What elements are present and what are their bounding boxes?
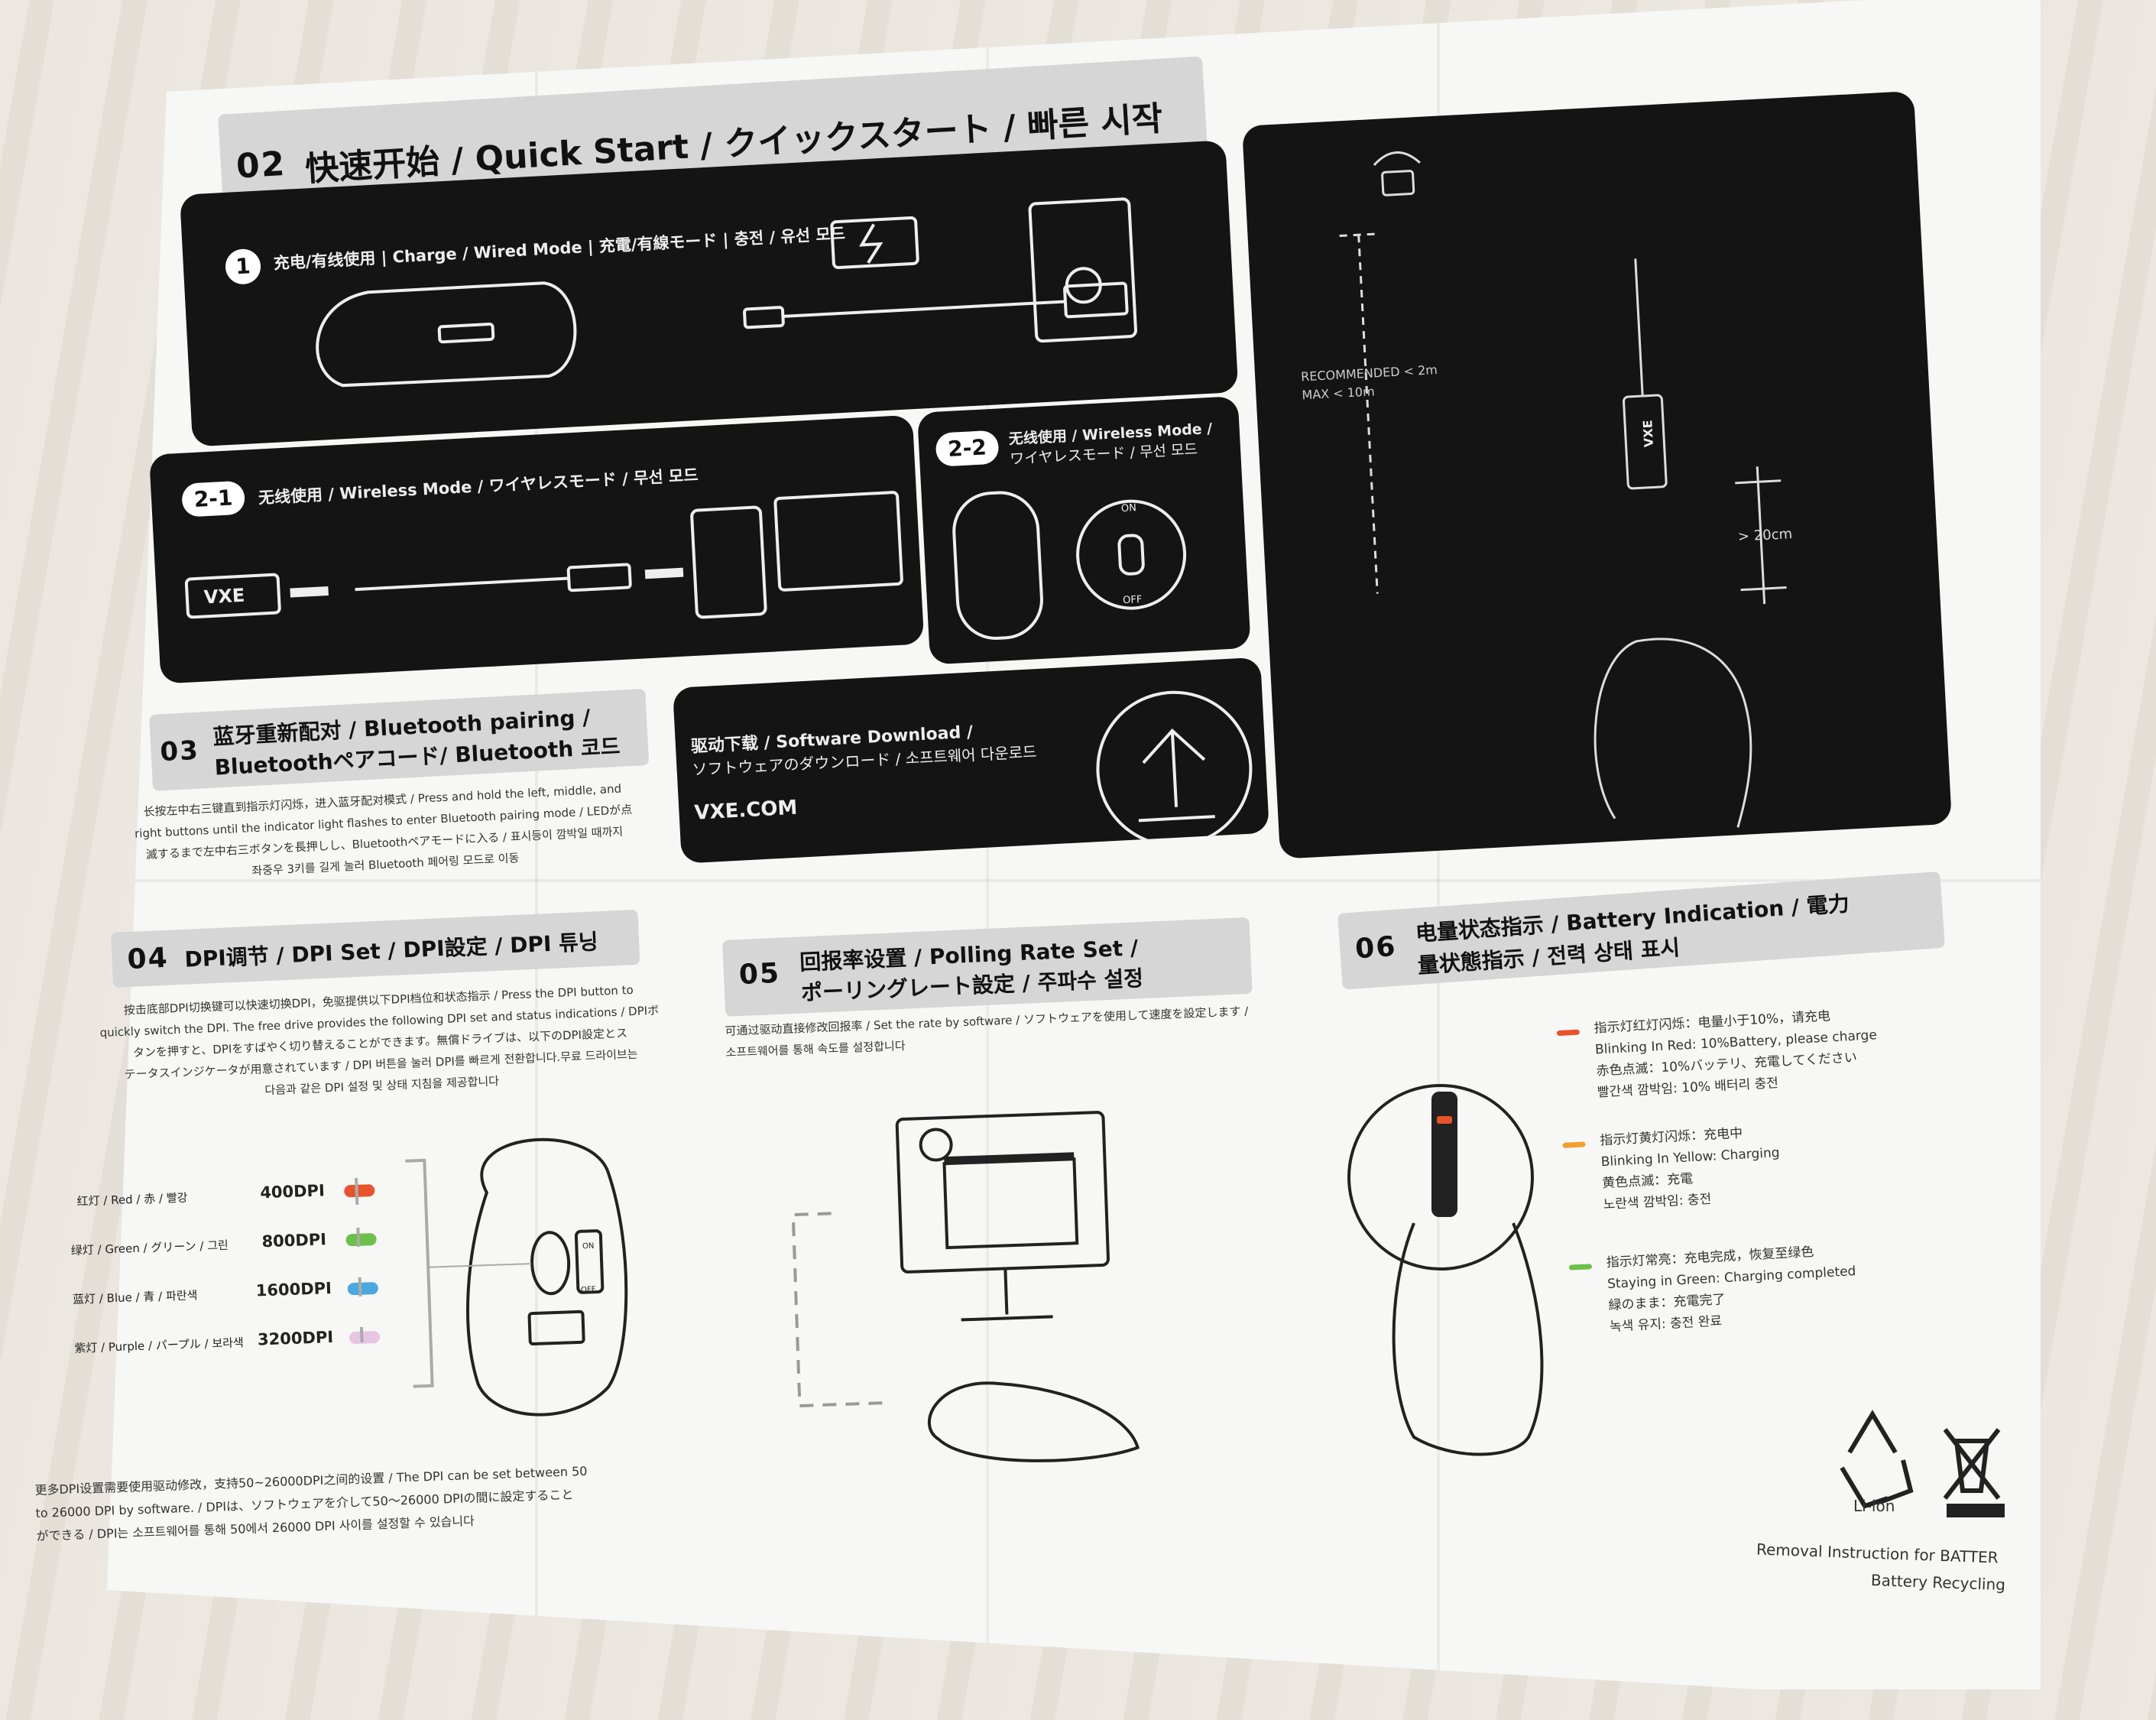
usb-c-plug-icon [743,306,785,329]
mouse-top-icon [1392,1222,1544,1456]
leader-line [428,1263,532,1268]
mouse-top-icon [1593,638,1752,828]
mouse-wheel-icon [437,323,495,344]
distance-illustration [1339,151,1787,828]
dongle-icon [1623,394,1668,490]
lightning-icon [859,223,883,264]
monitor-stand-icon [961,1268,1053,1322]
mouse-icon [316,281,577,388]
mouse-bottom-icon [952,491,1043,640]
pc-tower-icon [690,505,767,619]
dashed-arrow [791,1212,892,1408]
dpi-cycle-arrow [355,1177,364,1342]
monitor-icon [773,491,903,592]
receiver-icon [1381,170,1415,196]
arrow-icon [644,567,684,579]
power-switch-icon [574,1229,605,1294]
usb-cable-icon [783,300,1065,318]
bin-underline [1947,1504,2005,1517]
charge-illustration [316,197,1137,388]
battery-led [1437,1116,1452,1124]
pc-tower-icon [1028,197,1137,343]
power-icon [1065,267,1102,304]
panel-charge-wired: 1 充电/有线使用 | Charge / Wired Mode | 充電/有線モ… [180,140,1239,447]
power-switch-icon [1117,534,1145,576]
panel-distance: RECOMMENDED < 2m MAX < 10m > 20cm VXE [1242,90,1953,859]
recycle-icon [1840,1410,1914,1509]
usb-cable-icon [355,576,569,592]
zoom-circle [1347,1084,1534,1271]
upload-arrow-icon [1138,729,1215,823]
usb-plug-icon [566,563,632,592]
wifi-signal-icon [1373,151,1421,167]
dongle-cable [1634,258,1644,397]
battery-icon [830,216,919,270]
li-ion-label: Li-ion [1853,1497,1895,1515]
dpi-button-icon [527,1309,585,1346]
paper-fold [535,0,538,1689]
wireless-illustration [184,491,903,619]
paper-fold [107,879,2041,882]
distance-line [1339,232,1379,594]
gap-measure [1735,466,1787,605]
arrow-icon [290,586,329,598]
window-titlebar [944,1152,1075,1163]
mouse-side-icon [927,1381,1140,1462]
dongle-icon [184,573,281,619]
dpi-cycle-bracket [405,1158,434,1388]
switch-zoom-circle [1076,499,1187,610]
gear-icon [919,1128,953,1162]
scroll-wheel-icon [1431,1092,1457,1217]
panel-wireless-2-1: 2-1 无线使用 / Wireless Mode / ワイヤレスモード / 무선… [149,414,925,684]
panel-wireless-2-2: 2-2 无线使用 / Wireless Mode / ワイヤレスモード / 무선… [917,396,1251,665]
sensor-icon [530,1231,571,1296]
mouse-bottom-icon [466,1137,628,1417]
software-window-icon [942,1157,1079,1250]
crossed-bin-icon [1943,1428,2001,1500]
power-switch-illustration [952,491,1187,640]
usb-a-plug-icon [1063,281,1129,319]
